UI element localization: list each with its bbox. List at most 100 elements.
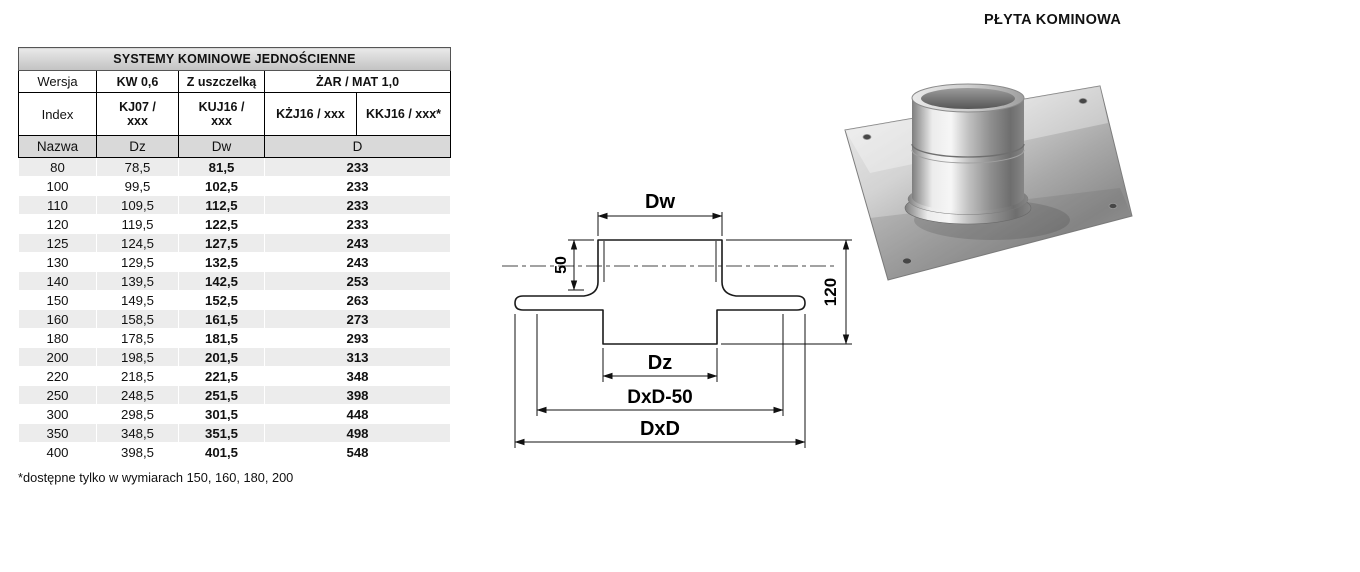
cell-dz: 348,5 — [96, 423, 179, 443]
cell-dz: 218,5 — [96, 366, 179, 386]
spec-table-section: SYSTEMY KOMINOWE JEDNOŚCIENNE Wersja KW … — [18, 47, 454, 485]
cell-d: 448 — [264, 404, 451, 424]
cell-dw: 351,5 — [178, 423, 265, 443]
cell-dw: 81,5 — [178, 157, 265, 177]
cell-d: 243 — [264, 252, 451, 272]
collar-cylinder — [904, 83, 1032, 225]
cell-nazwa: 160 — [18, 309, 97, 329]
cell-d: 233 — [264, 157, 451, 177]
cell-nazwa: 220 — [18, 366, 97, 386]
cell-nazwa: 120 — [18, 214, 97, 234]
cell-dz: 99,5 — [96, 176, 179, 196]
cell-dw: 201,5 — [178, 347, 265, 367]
label-dw: Dw — [645, 191, 675, 213]
cell-dw: 301,5 — [178, 404, 265, 424]
dimension-dxd: DxD — [514, 314, 806, 448]
label-120: 120 — [821, 278, 840, 306]
index-row: Index KJ07 / xxx KUJ16 / xxx KŻJ16 / xxx… — [18, 92, 451, 136]
cell-nazwa: 180 — [18, 328, 97, 348]
table-title: SYSTEMY KOMINOWE JEDNOŚCIENNE — [18, 47, 451, 71]
wersja-row: Wersja KW 0,6 Z uszczelką ŻAR / MAT 1,0 — [18, 70, 451, 93]
cell-nazwa: 80 — [18, 157, 97, 177]
label-50: 50 — [553, 256, 570, 274]
cell-d: 233 — [264, 214, 451, 234]
screw-hole — [862, 134, 872, 141]
header-kw06: KW 0,6 — [96, 70, 179, 93]
profile-outline — [514, 239, 806, 345]
cell-d: 548 — [264, 442, 451, 462]
cell-d: 398 — [264, 385, 451, 405]
cell-nazwa: 400 — [18, 442, 97, 462]
cell-nazwa: 150 — [18, 290, 97, 310]
page-title: PŁYTA KOMINOWA — [984, 12, 1122, 28]
cell-dz: 149,5 — [96, 290, 179, 310]
cell-dw: 401,5 — [178, 442, 265, 462]
cell-dw: 251,5 — [178, 385, 265, 405]
product-photo — [844, 83, 1133, 281]
header-nazwa: Nazwa — [18, 135, 97, 158]
header-zar-mat: ŻAR / MAT 1,0 — [264, 70, 451, 93]
cell-nazwa: 140 — [18, 271, 97, 291]
collar-opening — [921, 88, 1015, 109]
header-kuj16: KUJ16 / xxx — [178, 92, 265, 136]
cell-dz: 139,5 — [96, 271, 179, 291]
screw-holes — [862, 97, 1118, 265]
cell-nazwa: 250 — [18, 385, 97, 405]
cell-dz: 78,5 — [96, 157, 179, 177]
screw-hole — [902, 257, 912, 265]
header-kzj16: KŻJ16 / xxx — [264, 92, 357, 136]
screw-hole — [1078, 97, 1088, 104]
header-wersja: Wersja — [18, 70, 97, 93]
cell-dz: 129,5 — [96, 252, 179, 272]
dimension-dz: Dz — [602, 348, 718, 382]
dimensions-table: SYSTEMY KOMINOWE JEDNOŚCIENNE Wersja KW … — [18, 47, 451, 462]
cell-nazwa: 200 — [18, 347, 97, 367]
column-header-row: Nazwa Dz Dw D — [18, 135, 451, 158]
cell-dz: 198,5 — [96, 347, 179, 367]
cell-dw: 122,5 — [178, 214, 265, 234]
header-dz: Dz — [96, 135, 179, 158]
header-kj07: KJ07 / xxx — [96, 92, 179, 136]
cell-dw: 161,5 — [178, 309, 265, 329]
cell-d: 313 — [264, 347, 451, 367]
header-d: D — [264, 135, 451, 158]
cell-dz: 298,5 — [96, 404, 179, 424]
dimension-50: 50 — [553, 239, 594, 291]
cell-dw: 102,5 — [178, 176, 265, 196]
cell-dz: 398,5 — [96, 442, 179, 462]
cell-d: 293 — [264, 328, 451, 348]
cell-dw: 142,5 — [178, 271, 265, 291]
cell-dz: 178,5 — [96, 328, 179, 348]
table-title-row: SYSTEMY KOMINOWE JEDNOŚCIENNE — [18, 47, 451, 71]
cell-dw: 152,5 — [178, 290, 265, 310]
cell-dz: 124,5 — [96, 233, 179, 253]
header-index: Index — [18, 92, 97, 136]
cell-d: 253 — [264, 271, 451, 291]
cell-dw: 132,5 — [178, 252, 265, 272]
cell-dw: 127,5 — [178, 233, 265, 253]
cell-nazwa: 300 — [18, 404, 97, 424]
label-dz: Dz — [648, 352, 672, 374]
cell-nazwa: 110 — [18, 195, 97, 215]
cell-d: 233 — [264, 176, 451, 196]
technical-drawing: Dw 50 120 Dz DxD-50 — [502, 191, 852, 448]
cell-d: 348 — [264, 366, 451, 386]
cell-nazwa: 100 — [18, 176, 97, 196]
screw-hole — [1108, 202, 1118, 209]
label-dxd: DxD — [640, 418, 680, 440]
cell-d: 263 — [264, 290, 451, 310]
